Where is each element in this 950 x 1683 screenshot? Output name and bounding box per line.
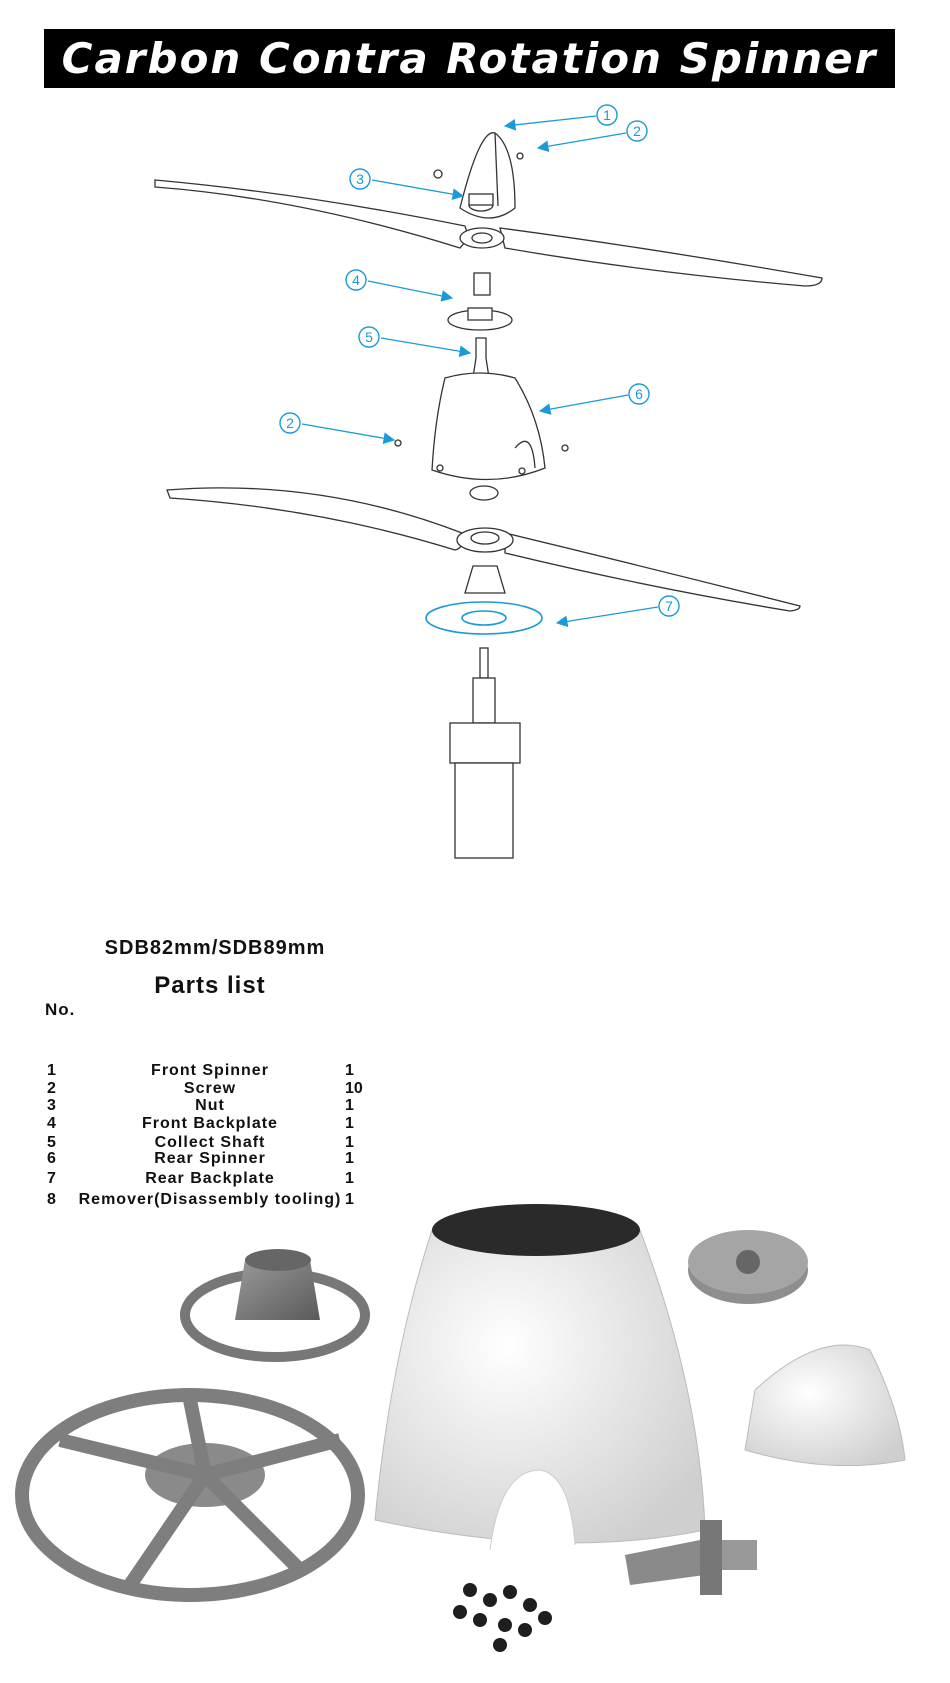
part-no: 6 [47,1150,56,1167]
model-label: SDB82mm/SDB89mm [104,937,326,959]
parts-row: 1 Front Spinner 1 [0,1062,400,1080]
part-name: Nut [195,1097,225,1114]
parts-row: 8 Remover(Disassembly tooling) 1 [0,1191,400,1209]
part-name: Front Spinner [151,1062,269,1079]
title-banner: Carbon Contra Rotation Spinner [44,29,895,88]
rear-backplate-part [425,601,543,635]
callout-5: 5 [365,329,373,345]
callout-1: 1 [603,107,611,123]
part-no: 1 [47,1062,56,1079]
part-no: 3 [47,1097,56,1114]
part-qty: 1 [345,1191,354,1208]
parts-list-title: Parts list [154,972,266,999]
part-no: 5 [47,1134,56,1151]
part-qty: 1 [345,1097,354,1114]
callout-2b: 2 [286,415,294,431]
photo-rear-backplate [15,1388,365,1602]
part-name: Screw [183,1080,237,1097]
parts-row: 3 Nut 1 [0,1097,400,1115]
part-name: Remover(Disassembly tooling) [78,1191,342,1208]
motor-shaft [479,647,489,679]
rear-propeller-part [166,487,464,551]
photo-front-spinner [744,1344,906,1467]
front-propeller-part [154,179,468,249]
part-qty: 1 [345,1115,354,1132]
parts-row: 2 Screw 10 [0,1080,400,1098]
photo-rear-spinner [374,1204,706,1551]
screw-part [516,152,524,160]
part-no: 4 [47,1115,56,1132]
part-qty: 1 [345,1150,354,1167]
rear-spinner-part [431,372,546,481]
part-qty: 1 [345,1134,354,1151]
callout-7: 7 [665,598,673,614]
page-title: Carbon Contra Rotation Spinner [61,34,878,83]
callout-2: 2 [633,123,641,139]
photo-nut [688,1230,808,1304]
part-no: 8 [47,1191,56,1208]
product-photo [15,1204,906,1652]
screw-part [561,444,569,452]
photo-collect-shaft [625,1520,757,1595]
part-no: 7 [47,1170,56,1187]
parts-row: 5 Collect Shaft 1 [0,1134,400,1152]
part-no: 2 [47,1080,56,1097]
parts-row: 7 Rear Backplate 1 [0,1170,400,1188]
part-qty: 1 [345,1170,354,1187]
part-qty: 1 [345,1062,354,1079]
callout-6: 6 [635,386,643,402]
motor-body [454,762,514,859]
no-column-header: No. [45,1000,76,1019]
parts-row: 6 Rear Spinner 1 [0,1150,400,1168]
part-name: Front Backplate [142,1115,278,1132]
part-qty: 10 [345,1080,363,1097]
photo-front-backplate [180,1249,370,1362]
screw-part [394,439,402,447]
part-name: Rear Backplate [145,1170,275,1187]
screw-part [433,169,443,179]
parts-row: 4 Front Backplate 1 [0,1115,400,1133]
part-name: Rear Spinner [154,1150,266,1167]
callout-4: 4 [352,272,360,288]
photo-screws [453,1583,552,1652]
callout-3: 3 [356,171,364,187]
exploded-diagram: 1 2 3 4 5 6 2 7 [154,104,823,859]
part-name: Collect Shaft [154,1134,266,1151]
